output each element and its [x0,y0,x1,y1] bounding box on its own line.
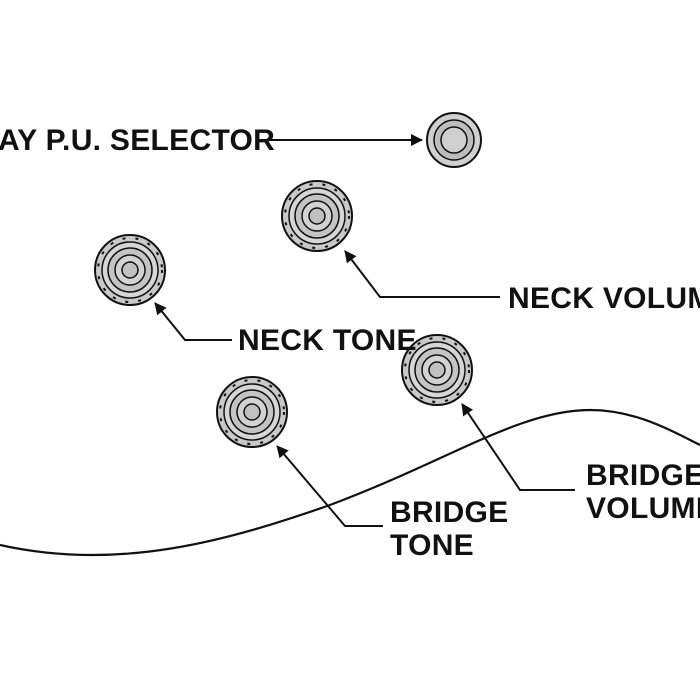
guitar-body-outline [0,408,700,557]
neck-tone-leader-arrow [154,302,232,341]
bridge-tone-label-line1: BRIDGE [390,496,508,529]
pickup-selector-switch [426,112,482,168]
neck-tone-label: NECK TONE [238,324,417,357]
bridge-volume-label-line2: VOLUME [586,492,700,525]
neck-volume-knob [281,180,353,252]
selector-label: AY P.U. SELECTOR [0,124,275,157]
bridge-volume-leader-arrow [461,403,575,491]
bridge-tone-leader-arrow [276,445,383,527]
bridge-tone-label-line2: TONE [390,529,474,562]
bridge-tone-knob [216,376,288,448]
neck-volume-label: NECK VOLUME [508,282,700,315]
neck-volume-leader-arrow [344,250,500,298]
neck-tone-knob [94,234,166,306]
bridge-volume-label-line1: BRIDGE [586,459,700,492]
bridge-volume-knob [401,334,473,406]
